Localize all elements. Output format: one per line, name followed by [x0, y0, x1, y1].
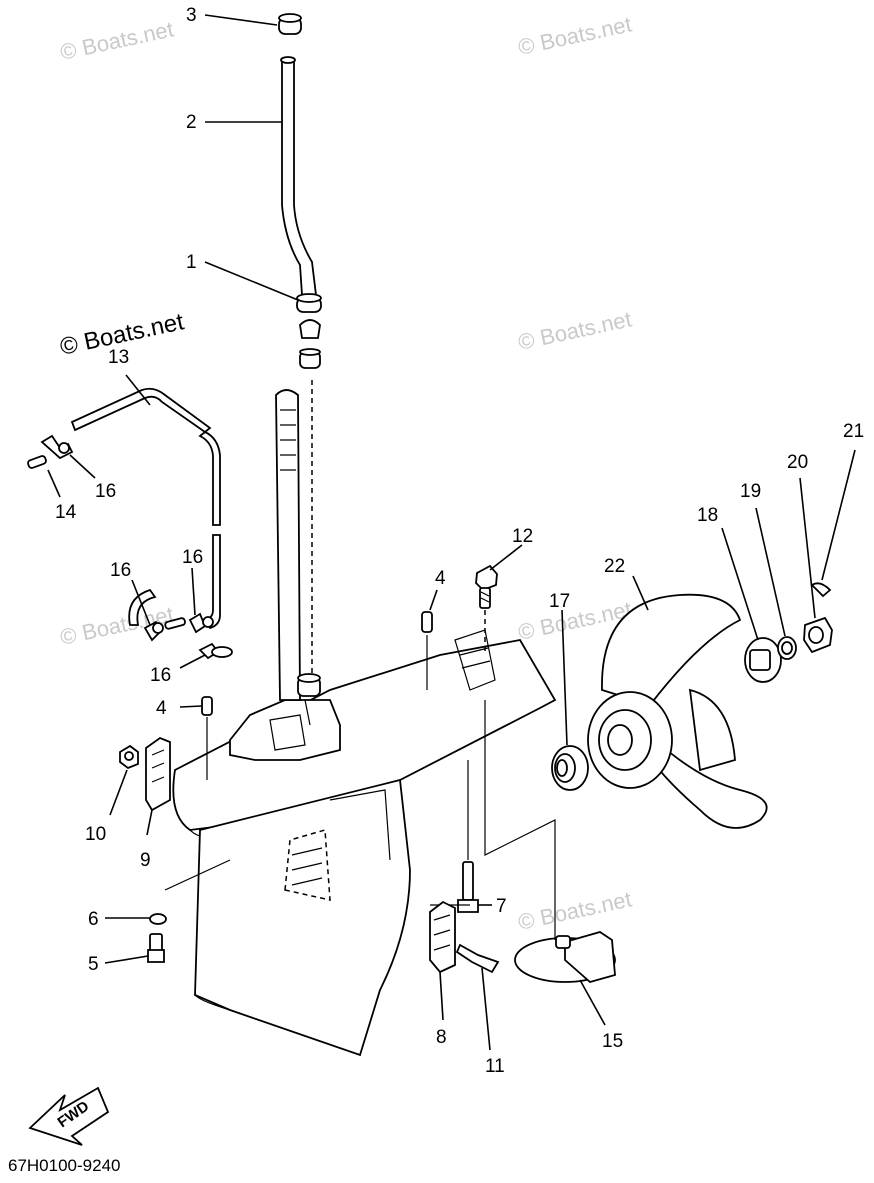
callout-16: 16 [110, 560, 131, 581]
drawing-code: 67H0100-9240 [8, 1156, 120, 1175]
anodes-and-fasteners [119, 736, 500, 974]
callout-10: 11 [485, 1056, 505, 1077]
callout-3: 3 [186, 5, 197, 26]
callout-7: 7 [496, 896, 507, 917]
hose [70, 387, 221, 630]
callout-labels: 3 2 1 13 16 14 16 16 16 4 4 12 17 22 18 … [55, 5, 864, 1077]
prop-hardware [744, 582, 833, 683]
callout-1: 1 [186, 252, 197, 273]
callout-16: 16 [95, 481, 116, 502]
callout-22: 22 [604, 556, 625, 577]
propeller [587, 593, 768, 829]
callout-14: 13 [108, 347, 129, 368]
watermark: © Boats.net [516, 306, 634, 354]
trim-tab [514, 931, 616, 983]
callout-5: 5 [88, 954, 99, 975]
callout-16: 16 [182, 547, 203, 568]
callout-12: 15 [602, 1031, 623, 1052]
callout-6: 6 [88, 909, 99, 930]
callout-8: 8 [436, 1027, 447, 1048]
hose-clips [27, 434, 233, 660]
callout-4: 4 [435, 568, 446, 589]
watermark: © Boats.net [516, 11, 634, 59]
water-tube [278, 13, 322, 697]
callout-9: 9 [140, 850, 151, 871]
lower-casing [172, 629, 557, 1057]
callout-20: 20 [787, 452, 808, 473]
callout-17: 17 [549, 591, 570, 612]
callout-19: 19 [740, 481, 761, 502]
callout-16: 16 [150, 665, 171, 686]
watermark: © Boats.net [58, 16, 176, 64]
drive-shaft [275, 380, 313, 701]
callout-4: 4 [156, 698, 167, 719]
watermark: © Boats.net [516, 886, 634, 934]
callout-21: 21 [843, 421, 864, 442]
spacer [551, 745, 589, 791]
fwd-arrow: FWD [28, 1086, 110, 1146]
callout-13: 12 [512, 526, 533, 547]
leader-lines [47, 14, 856, 1051]
callout-2: 2 [186, 112, 197, 133]
callout-11: 10 [85, 824, 106, 845]
callout-15: 14 [55, 502, 77, 523]
callout-18: 18 [697, 505, 718, 526]
